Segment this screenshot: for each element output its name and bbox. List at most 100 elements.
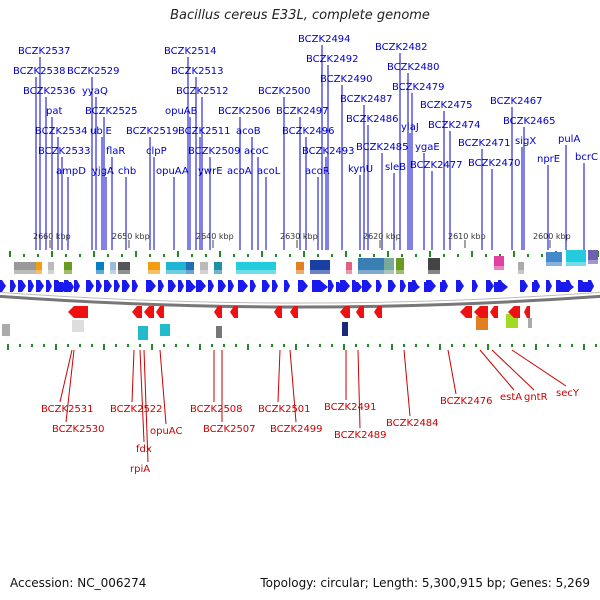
feature-block bbox=[346, 262, 352, 274]
forward-gene-label: BCZK2467 bbox=[490, 96, 543, 107]
genome-backbone-highlight bbox=[0, 291, 600, 304]
reverse-label-leader bbox=[447, 349, 457, 395]
forward-gene-label: BCZK2482 bbox=[375, 42, 428, 53]
feature-block bbox=[48, 262, 54, 274]
feature-block bbox=[396, 258, 404, 274]
genome-backbone bbox=[0, 294, 600, 309]
feature-block bbox=[384, 258, 394, 274]
forward-gene-label: kynU bbox=[348, 164, 373, 175]
feature-block-shade bbox=[166, 270, 186, 274]
forward-gene-label: BCZK2479 bbox=[392, 82, 445, 93]
genome-title: Bacillus cereus E33L, complete genome bbox=[170, 8, 430, 23]
forward-gene-label: BCZK2511 bbox=[178, 126, 231, 137]
feature-block bbox=[36, 262, 42, 274]
forward-gene-arrow bbox=[186, 282, 196, 292]
feature-block bbox=[494, 256, 504, 270]
forward-gene-arrow bbox=[74, 280, 80, 292]
forward-gene-arrow bbox=[132, 280, 138, 292]
forward-gene-label: acoR bbox=[305, 166, 330, 177]
reverse-gene-label: BCZK2531 bbox=[41, 404, 94, 415]
forward-gene-arrow bbox=[582, 282, 594, 292]
feature-block bbox=[110, 262, 116, 274]
forward-gene-arrow bbox=[316, 282, 328, 292]
forward-gene-label: sleB bbox=[385, 162, 406, 173]
forward-gene-arrow bbox=[388, 280, 396, 292]
forward-gene-label: BCZK2519 bbox=[126, 126, 179, 137]
forward-gene-arrow bbox=[146, 280, 156, 292]
feature-block-shade bbox=[428, 270, 440, 274]
reverse-gene-arrow bbox=[524, 306, 530, 318]
forward-gene-arrow bbox=[340, 280, 350, 292]
forward-gene-arrow bbox=[284, 280, 290, 292]
forward-gene-arrow bbox=[472, 280, 478, 292]
accession-text: Accession: NC_006274 bbox=[10, 576, 147, 590]
forward-gene-label: BCZK2497 bbox=[276, 106, 329, 117]
feature-block-shade bbox=[96, 270, 104, 274]
forward-gene-arrow bbox=[168, 280, 176, 292]
feature-block-shade bbox=[118, 270, 130, 274]
feature-block bbox=[216, 326, 222, 338]
forward-gene-label: bcrC bbox=[575, 152, 598, 163]
forward-gene-label: BCZK2475 bbox=[420, 100, 473, 111]
forward-gene-label: BCZK2534 bbox=[35, 126, 88, 137]
forward-gene-arrow bbox=[0, 280, 6, 292]
forward-gene-label: ygaE bbox=[415, 142, 440, 153]
reverse-gene-arrow bbox=[214, 306, 222, 318]
feature-block-shade bbox=[396, 270, 404, 274]
forward-gene-label: yjgA bbox=[92, 166, 114, 177]
reverse-gene-arrow bbox=[156, 306, 164, 318]
feature-block-shade bbox=[236, 270, 276, 274]
forward-gene-label: yyaQ bbox=[82, 86, 108, 97]
forward-gene-label: BCZK2513 bbox=[171, 66, 224, 77]
reverse-label-leader bbox=[357, 349, 361, 429]
forward-gene-label: acoA bbox=[227, 166, 252, 177]
forward-gene-label: BCZK2492 bbox=[306, 54, 359, 65]
feature-block-shade bbox=[14, 270, 36, 274]
forward-gene-arrow bbox=[28, 280, 34, 292]
reverse-label-leader bbox=[65, 349, 75, 423]
feature-block-shade bbox=[36, 270, 42, 274]
forward-gene-arrow bbox=[218, 280, 226, 292]
reverse-label-leader bbox=[491, 349, 535, 391]
feature-block-shade bbox=[310, 270, 330, 274]
forward-gene-arrow bbox=[122, 280, 130, 292]
reverse-gene-arrow bbox=[474, 306, 488, 318]
feature-block bbox=[518, 262, 524, 274]
forward-gene-label: BCZK2465 bbox=[503, 116, 556, 127]
forward-gene-label: BCZK2509 bbox=[188, 146, 241, 157]
forward-gene-arrow bbox=[532, 282, 540, 292]
reverse-gene-label: BCZK2476 bbox=[440, 396, 493, 407]
reverse-gene-label: BCZK2522 bbox=[110, 404, 163, 415]
reverse-label-leader bbox=[403, 349, 411, 417]
forward-gene-label: BCZK2490 bbox=[320, 74, 373, 85]
forward-gene-arrow bbox=[208, 280, 214, 292]
reverse-gene-arrow bbox=[68, 306, 84, 318]
reverse-label-leader bbox=[131, 349, 135, 403]
forward-gene-label: ubiE bbox=[90, 126, 112, 137]
reverse-label-leader bbox=[159, 349, 167, 425]
reverse-label-leader bbox=[479, 349, 515, 391]
reverse-gene-arrow bbox=[460, 306, 472, 318]
forward-gene-label: BCZK2477 bbox=[410, 160, 463, 171]
forward-gene-arrow bbox=[408, 282, 420, 292]
forward-gene-label: BCZK2471 bbox=[458, 138, 511, 149]
feature-block bbox=[310, 260, 330, 274]
forward-gene-arrow bbox=[158, 280, 164, 292]
forward-gene-label: BCZK2529 bbox=[67, 66, 120, 77]
reverse-gene-arrow bbox=[490, 306, 498, 318]
forward-gene-label: ampD bbox=[56, 166, 86, 177]
forward-gene-label: BCZK2538 bbox=[13, 66, 66, 77]
forward-gene-arrow bbox=[362, 280, 372, 292]
feature-block bbox=[476, 316, 488, 330]
scale-tick-label: 2610 kbp bbox=[448, 232, 486, 241]
forward-gene-label: BCZK2487 bbox=[340, 94, 393, 105]
feature-block-shade bbox=[588, 260, 598, 264]
reverse-gene-arrow bbox=[356, 306, 364, 318]
reverse-gene-arrow bbox=[144, 306, 154, 318]
forward-gene-label: BCZK2496 bbox=[282, 126, 335, 137]
scale-tick-label: 2650 kbp bbox=[112, 232, 150, 241]
forward-gene-arrow bbox=[18, 280, 26, 292]
scale-tick-label: 2640 kbp bbox=[196, 232, 234, 241]
forward-gene-arrow bbox=[336, 282, 342, 292]
